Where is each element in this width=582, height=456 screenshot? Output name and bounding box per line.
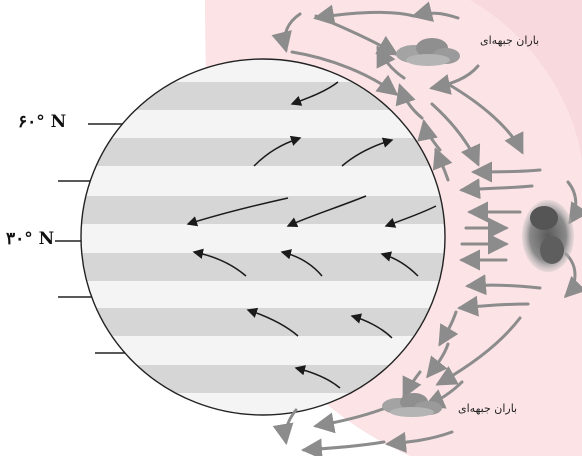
storm-cloud-icon [522, 200, 574, 272]
front-cloud-icon [382, 393, 442, 417]
cell-arrow [446, 82, 524, 155]
cell-arrow [395, 83, 424, 120]
wind-arrow [280, 249, 323, 277]
cell-arrow [290, 50, 399, 96]
wind-arrow [294, 365, 341, 389]
cell-arrow [426, 342, 450, 379]
cell-arrow [313, 4, 416, 26]
cell-arrow [411, 1, 460, 22]
cell-arrow [435, 316, 522, 386]
cell-arrow [566, 180, 582, 225]
cell-arrow [402, 370, 422, 399]
wind-arrow [253, 135, 302, 167]
cell-arrow [271, 12, 302, 53]
cell-arrow [376, 45, 406, 80]
wind-arrow [286, 195, 367, 228]
cell-arrow [465, 274, 542, 296]
cell-arrow [430, 102, 481, 167]
circulation-arrows [271, 1, 582, 456]
cell-arrow [429, 64, 480, 95]
latitude-ticks [55, 123, 130, 354]
front-cloud-icon [396, 38, 460, 66]
wind-arrow [246, 307, 299, 337]
wind-arrow [290, 81, 339, 106]
wind-arrow [380, 251, 419, 277]
latitude-label-30: ۳۰° N [6, 229, 55, 249]
surface-wind-arrows [186, 81, 437, 389]
wind-arrow [384, 205, 437, 228]
cell-arrow [301, 438, 386, 456]
cell-arrow [385, 430, 454, 453]
globe-outline [80, 58, 446, 416]
frontal-rain-label-top: باران جبهه‌ای [480, 34, 540, 47]
cell-arrow [471, 161, 542, 183]
wind-arrow [350, 313, 393, 339]
cell-arrow [438, 310, 459, 347]
wind-arrow [341, 137, 394, 167]
cell-arrow [457, 295, 530, 317]
latitude-label-60: ۶۰° N [18, 112, 67, 132]
cell-arrow [432, 147, 453, 182]
wind-arrow [192, 248, 247, 277]
cell-arrow [272, 408, 298, 445]
frontal-rain-label-bottom: باران جبهه‌ای [458, 402, 518, 415]
wind-arrow [186, 197, 289, 227]
cell-arrow [459, 178, 534, 200]
